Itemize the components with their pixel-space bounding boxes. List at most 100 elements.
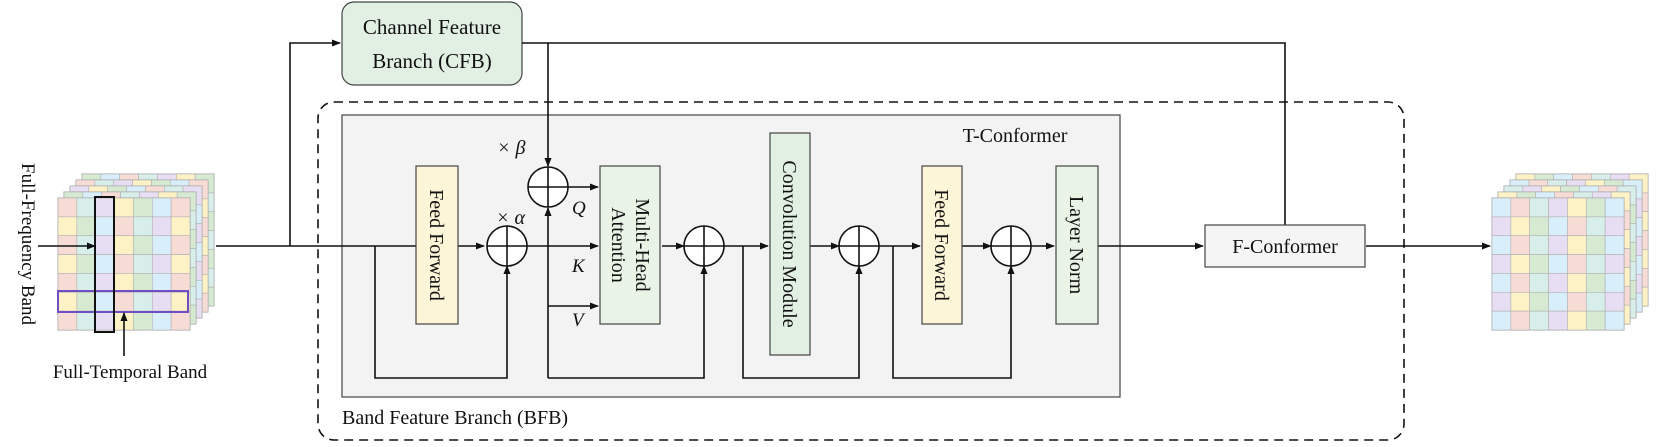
grid-cell [1510, 216, 1531, 237]
grid-cell [76, 273, 97, 293]
adder-conv [838, 225, 880, 267]
cfb-label-line2: Branch (CFB) [372, 49, 492, 73]
grid-cell [1585, 197, 1606, 218]
temporal-band-highlight [57, 290, 189, 313]
grid-cell [95, 197, 115, 218]
grid-cell [76, 216, 97, 237]
grid-cell [151, 310, 172, 331]
grid-cell [1529, 254, 1549, 274]
mha-label-line1: Multi-Head [631, 198, 653, 291]
grid-cell [133, 254, 153, 274]
grid-cell [1585, 291, 1606, 312]
grid-cell [1604, 254, 1625, 274]
ff2-residual-line [892, 246, 1015, 379]
k-label: K [571, 256, 586, 277]
grid-cell [133, 291, 153, 312]
grid-cell [114, 254, 134, 274]
feed-forward-block-1 [415, 165, 459, 325]
grid-cell [1548, 310, 1568, 331]
mha-residual-line [548, 265, 708, 379]
grid-cell [170, 235, 191, 255]
grid-cell [1510, 235, 1531, 255]
beta-label: × β [497, 137, 525, 159]
grid-cell [1491, 310, 1512, 331]
grid-cell [76, 254, 97, 274]
grid-cell [1567, 254, 1587, 274]
convolution-label: Convolution Module [778, 160, 800, 327]
grid-cell [76, 291, 97, 312]
grid-cell [114, 197, 134, 218]
grid-cell [1548, 273, 1568, 293]
v-label: V [572, 310, 586, 331]
grid-cell [1510, 310, 1531, 331]
grid-cell [95, 310, 115, 331]
grid-cell [133, 273, 153, 293]
grid-cell [1567, 235, 1587, 255]
grid-cell [1491, 291, 1512, 312]
feed-forward-label-2: Feed Forward [930, 189, 952, 301]
bfb-dashed-container [317, 101, 1405, 441]
grid-cell [1604, 197, 1625, 218]
grid-cell [133, 197, 153, 218]
grid-cell [1510, 197, 1531, 218]
bfb-label: Band Feature Branch (BFB) [342, 407, 568, 429]
output-grid-stack [1491, 173, 1649, 331]
input-grid-stack [57, 173, 215, 331]
grid-cell [114, 216, 134, 237]
grid-cell [1567, 197, 1587, 218]
grid-cell [57, 291, 78, 312]
grid-cell [1567, 310, 1587, 331]
grid-cell [114, 291, 134, 312]
f-conformer-label: F-Conformer [1232, 236, 1338, 258]
grid-cell [1491, 197, 1512, 218]
grid-cell [1604, 216, 1625, 237]
cfb-output-line [522, 42, 1286, 225]
grid-cell [151, 235, 172, 255]
full-temporal-band-label: Full-Temporal Band [53, 362, 208, 383]
grid-cell [1529, 235, 1549, 255]
grid-cell [1548, 254, 1568, 274]
layer-norm-block [1055, 165, 1099, 325]
full-frequency-band-label: Full-Frequency Band [17, 163, 38, 326]
feed-forward-label-1: Feed Forward [425, 189, 447, 301]
grid-cell [1548, 216, 1568, 237]
grid-cell [1604, 273, 1625, 293]
grid-cell [170, 310, 191, 331]
grid-cell [95, 273, 115, 293]
grid-cell [133, 310, 153, 331]
convolution-block [769, 132, 811, 356]
adder-beta [527, 166, 569, 208]
grid-cell [1604, 235, 1625, 255]
grid-cell [57, 197, 78, 218]
grid-cell [95, 291, 115, 312]
grid-cell [151, 197, 172, 218]
grid-cell [114, 273, 134, 293]
feed-forward-block-2 [921, 165, 963, 325]
frequency-band-highlight [94, 196, 115, 333]
cfb-label-line1: Channel Feature [363, 15, 501, 39]
grid-cell [170, 197, 191, 218]
grid-cell [1491, 235, 1512, 255]
grid-cell [133, 235, 153, 255]
grid-cell [1510, 273, 1531, 293]
adder-mha [683, 225, 725, 267]
layer-norm-label: Layer Norm [1065, 196, 1087, 295]
grid-cell [76, 197, 97, 218]
grid-cell [95, 254, 115, 274]
grid-cell [1529, 310, 1549, 331]
grid-cell [1567, 291, 1587, 312]
grid-cell [151, 216, 172, 237]
grid-cell [1604, 310, 1625, 331]
grid-cell [76, 310, 97, 331]
grid-cell [57, 310, 78, 331]
grid-cell [1585, 216, 1606, 237]
mha-label-line2: Attention [607, 207, 629, 283]
grid-cell [1548, 197, 1568, 218]
t-conformer-label: T-Conformer [963, 125, 1068, 147]
grid-cell [1510, 291, 1531, 312]
grid-cell [1491, 254, 1512, 274]
adder-ff2 [990, 225, 1032, 267]
grid-cell [1548, 235, 1568, 255]
